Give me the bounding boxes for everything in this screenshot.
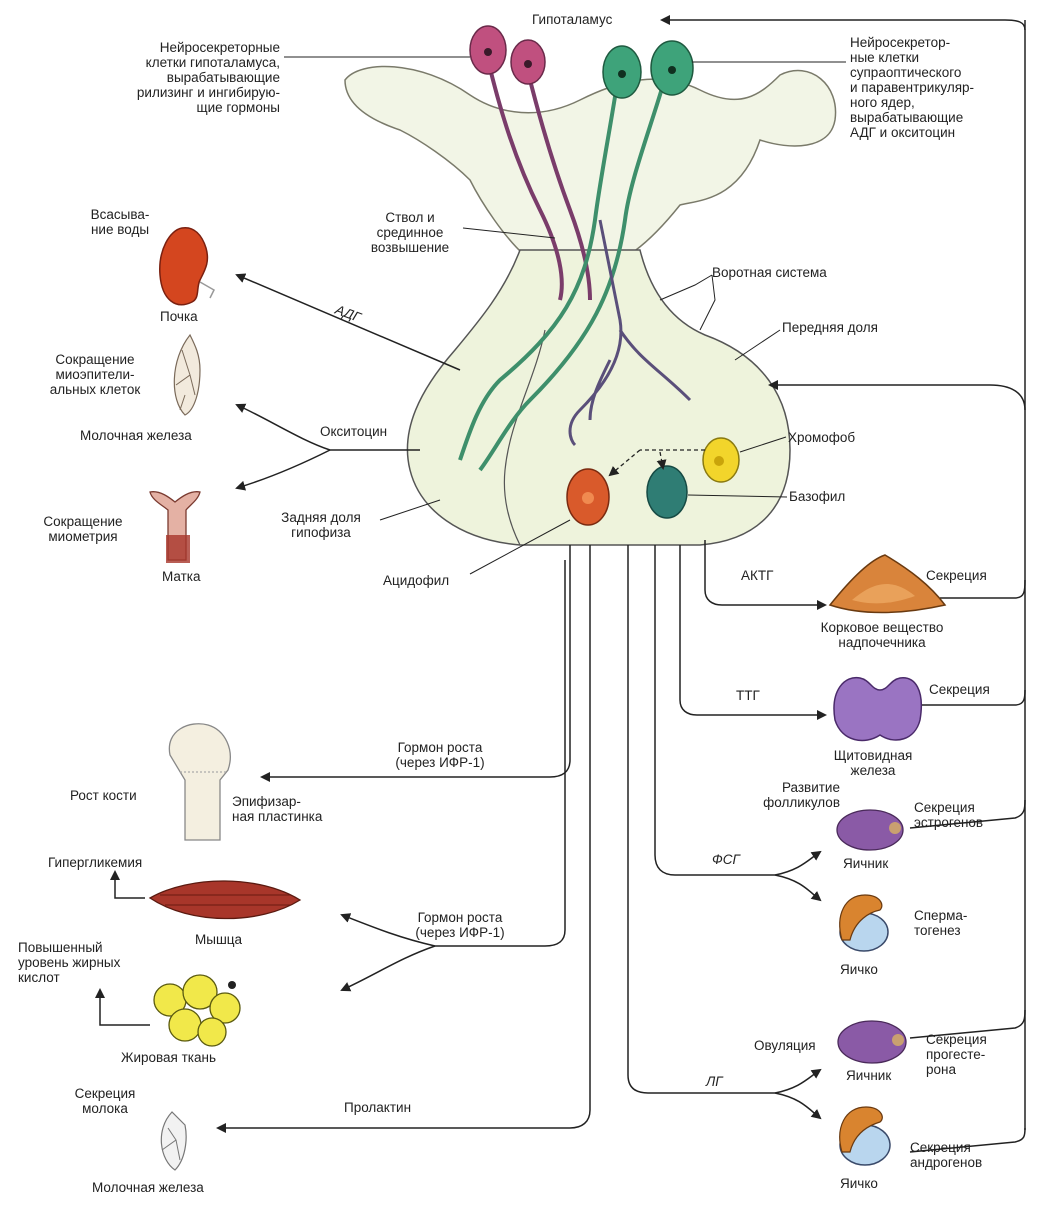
label-kidney: Почка [160,309,198,324]
label-prolactin: Пролактин [344,1100,411,1115]
label-myometrium: Сокращение миометрия [28,514,138,544]
label-testis-1: Яичко [840,962,878,977]
label-hyperglycemia: Гипергликемия [48,855,142,870]
label-estrogen-secretion: Секреция эстрогенов [914,800,983,830]
kidney-shape [160,228,208,305]
label-acth: АКТГ [741,568,773,583]
label-hypothalamus: Гипоталамус [532,12,612,27]
mammary-gland-1 [174,335,200,415]
label-follicle-development: Развитие фолликулов [730,780,840,810]
adrenal-shape [830,555,945,613]
label-adrenal-cortex: Корковое вещество надпочечника [792,620,972,650]
label-ovary-1: Яичник [843,856,888,871]
label-lh: ЛГ [706,1074,723,1089]
label-thyroid: Щитовидная железа [818,748,928,778]
label-spermatogenesis: Сперма- тогенез [914,908,967,938]
label-muscle: Мышца [195,932,242,947]
label-milk-secretion: Секреция молока [60,1086,150,1116]
basophil-cell [647,466,687,518]
label-myoepithelial: Сокращение миоэпители- альных клеток [25,352,165,397]
label-adh-cells: Нейросекретор- ные клетки супраоптическо… [850,35,974,140]
label-mammary-gland: Молочная железа [80,428,192,443]
label-fsh: ФСГ [712,852,740,867]
label-stalk: Ствол и срединное возвышение [360,210,460,255]
adipose-cluster [154,975,240,1046]
label-portal-system: Воротная система [712,265,827,280]
label-basophil: Базофил [789,489,845,504]
bone-shape [169,724,230,840]
label-epiphyseal-plate: Эпифизар- ная пластинка [232,794,322,824]
label-anterior-lobe: Передняя доля [782,320,878,335]
label-growth-hormone-2: Гормон роста (через ИФР-1) [385,910,535,940]
mammary-gland-2 [161,1112,186,1170]
label-ovulation: Овуляция [754,1038,816,1053]
label-acidophil: Ацидофил [383,573,449,588]
thyroid-shape [834,678,921,741]
label-releasing-cells: Нейросекреторные клетки гипоталамуса, вы… [96,40,280,115]
label-mammary-gland-2: Молочная железа [92,1180,204,1195]
muscle-shape [150,881,300,919]
label-fatty-acids: Повышенный уровень жирных кислот [18,940,120,985]
label-chromophobe: Хромофоб [788,430,855,445]
label-bone-growth: Рост кости [70,788,137,803]
label-secretion-acth: Секреция [926,568,987,583]
label-ovary-2: Яичник [846,1068,891,1083]
label-posterior-lobe: Задняя доля гипофиза [265,510,377,540]
label-oxytocin: Окситоцин [320,424,387,439]
label-progesterone-secretion: Секреция прогесте- рона [926,1032,987,1077]
label-testis-2: Яичко [840,1176,878,1191]
label-secretion-tsh: Секреция [929,682,990,697]
label-water-reabsorption: Всасыва- ние воды [80,207,160,237]
label-androgen-secretion: Секреция андрогенов [910,1140,982,1170]
label-growth-hormone-1: Гормон роста (через ИФР-1) [365,740,515,770]
label-uterus: Матка [162,569,201,584]
label-tsh: ТТГ [736,688,760,703]
label-adipose-tissue: Жировая ткань [121,1050,216,1065]
